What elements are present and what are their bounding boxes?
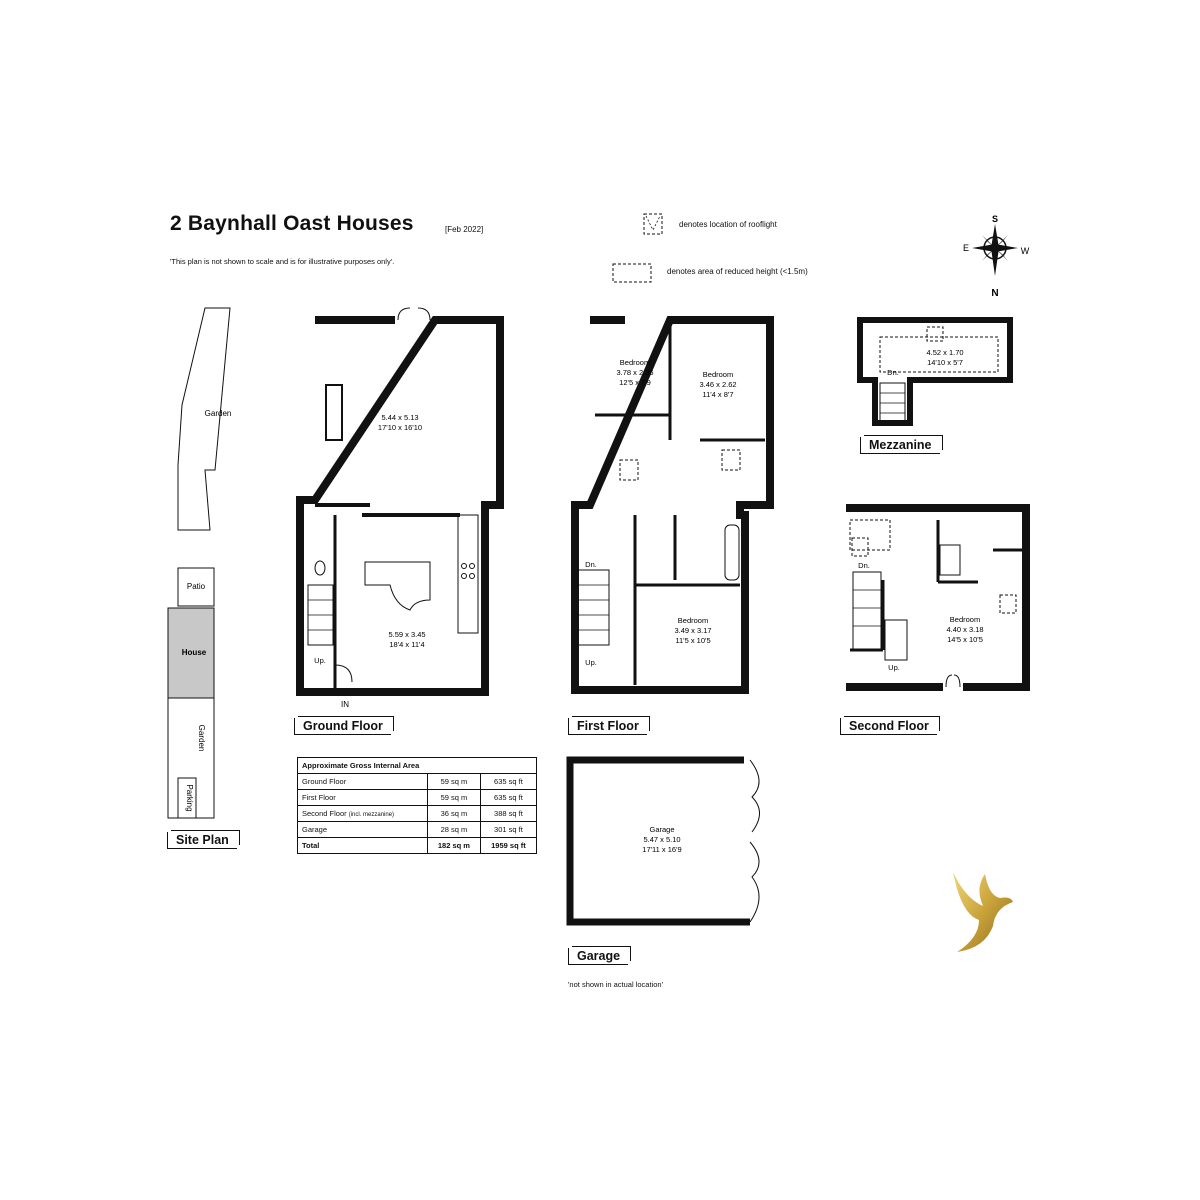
first-floor-label: First Floor: [568, 716, 650, 735]
gf-room2-ft: 18'4 x 11'4: [389, 640, 424, 649]
disclaimer: 'This plan is not shown to scale and is …: [170, 257, 395, 266]
garage-m: 5.47 x 5.10: [643, 835, 680, 844]
ff-bed3-m: 3.49 x 3.17: [674, 626, 711, 635]
site-house: House: [182, 648, 207, 657]
parking-outline: [177, 777, 197, 819]
ff-bed1-m: 3.78 x 2.36: [616, 368, 653, 377]
ff-bed3-ft: 11'5 x 10'5: [675, 636, 710, 645]
garage-doors: [749, 759, 760, 923]
sf-up: Up.: [888, 663, 900, 672]
mz-room-ft: 14'10 x 5'7: [927, 358, 963, 367]
second-floor-plan: Bedroom 4.40 x 3.18 14'5 x 10'5 Dn. Up.: [846, 504, 1030, 691]
mezzanine-label: Mezzanine: [860, 435, 943, 454]
sf-dn: Dn.: [858, 561, 870, 570]
sf-bed-m: 4.40 x 3.18: [946, 625, 983, 634]
ff-bed1-ft: 12'5 x 7'9: [619, 378, 651, 387]
garage-ft: 17'11 x 16'9: [642, 845, 681, 854]
ff-bed3-name: Bedroom: [678, 616, 708, 625]
area-table-header: Approximate Gross Internal Area: [297, 757, 537, 774]
plan-date: [Feb 2022]: [445, 225, 484, 234]
toilet-icon: [314, 560, 326, 576]
legend-reduced-height-text: denotes area of reduced height (<1.5m): [667, 267, 808, 276]
compass-n: N: [991, 288, 998, 299]
mezzanine-plan: 4.52 x 1.70 14'10 x 5'7 Dn.: [857, 317, 1013, 426]
gf-room1-ft: 17'10 x 16'10: [378, 423, 422, 432]
ground-floor-plan: 5.44 x 5.13 17'10 x 16'10 5.59 x 3.45 18…: [296, 307, 504, 709]
reduced-height-area: [879, 336, 999, 373]
legend-rooflight-text: denotes location of rooflight: [679, 220, 777, 229]
stairs-icon: [879, 382, 906, 422]
sf-bed-ft: 14'5 x 10'5: [947, 635, 983, 644]
garage-label: Garage: [568, 946, 632, 965]
sf-bed-name: Bedroom: [950, 615, 980, 624]
site-plan: Garden Patio House Garden Parking: [167, 307, 232, 819]
ff-bed2-ft: 11'4 x 8'7: [702, 390, 733, 399]
ff-dn: Dn.: [585, 560, 597, 569]
gf-room1-m: 5.44 x 5.13: [381, 413, 418, 422]
rooflight-icon: [721, 449, 741, 471]
garage-plan: Garage 5.47 x 5.10 17'11 x 16'9: [566, 756, 760, 926]
compass-icon: S N E W: [963, 214, 1030, 299]
table-row: First Floor 59 sq m 635 sq ft: [297, 789, 538, 806]
table-row: Second Floor (incl. mezzanine) 36 sq m 3…: [297, 805, 538, 822]
site-garden-top: Garden: [205, 409, 232, 418]
site-parking: Parking: [185, 784, 194, 811]
fireplace: [325, 384, 343, 441]
site-patio: Patio: [187, 582, 206, 591]
garage-name: Garage: [649, 825, 674, 834]
ff-bed2-name: Bedroom: [703, 370, 733, 379]
dove-logo-icon: [953, 872, 1013, 952]
page-title: 2 Baynhall Oast Houses: [170, 212, 414, 235]
compass-e: E: [963, 243, 969, 253]
kitchen-island: [364, 561, 431, 611]
ff-bed1-name: Bedroom: [620, 358, 650, 367]
garage-note: 'not shown in actual location': [568, 980, 664, 989]
rooflight-icon: [643, 213, 663, 235]
reduced-height-area: [849, 519, 891, 551]
patio-outline: [177, 567, 215, 607]
kitchen-counter: [457, 514, 479, 634]
compass-s: S: [992, 214, 998, 224]
rooflight-icon: [999, 594, 1017, 614]
table-row-total: Total 182 sq m 1959 sq ft: [297, 837, 538, 854]
stairs-icon: [576, 569, 610, 646]
stairs-icon: [852, 571, 882, 651]
second-floor-label: Second Floor: [840, 716, 940, 735]
area-table: Approximate Gross Internal Area Ground F…: [297, 757, 538, 854]
ff-up: Up.: [585, 658, 597, 667]
gf-entrance: IN: [341, 700, 349, 709]
ground-floor-label: Ground Floor: [294, 716, 394, 735]
gf-up: Up.: [314, 656, 326, 665]
stairs-icon: [884, 619, 908, 661]
mz-dn: Dn.: [887, 368, 899, 377]
rooflight-icon: [619, 459, 639, 481]
garden-top-outline: [177, 307, 231, 531]
table-row: Ground Floor 59 sq m 635 sq ft: [297, 773, 538, 790]
table-row: Garage 28 sq m 301 sq ft: [297, 821, 538, 838]
ff-bed2-m: 3.46 x 2.62: [699, 380, 736, 389]
site-garden-bottom: Garden: [197, 725, 206, 752]
bath-icon: [724, 524, 740, 581]
gf-room2-m: 5.59 x 3.45: [388, 630, 425, 639]
mz-room-m: 4.52 x 1.70: [926, 348, 963, 357]
shower-icon: [939, 544, 961, 576]
rooflight-icon: [926, 326, 944, 342]
compass-w: W: [1021, 246, 1030, 256]
site-plan-label: Site Plan: [167, 830, 240, 849]
rooflight-icon: [851, 537, 869, 557]
reduced-height-legend-icon: [612, 263, 652, 283]
first-floor-plan: Bedroom 3.78 x 2.36 12'5 x 7'9 Bedroom 3…: [571, 316, 774, 694]
